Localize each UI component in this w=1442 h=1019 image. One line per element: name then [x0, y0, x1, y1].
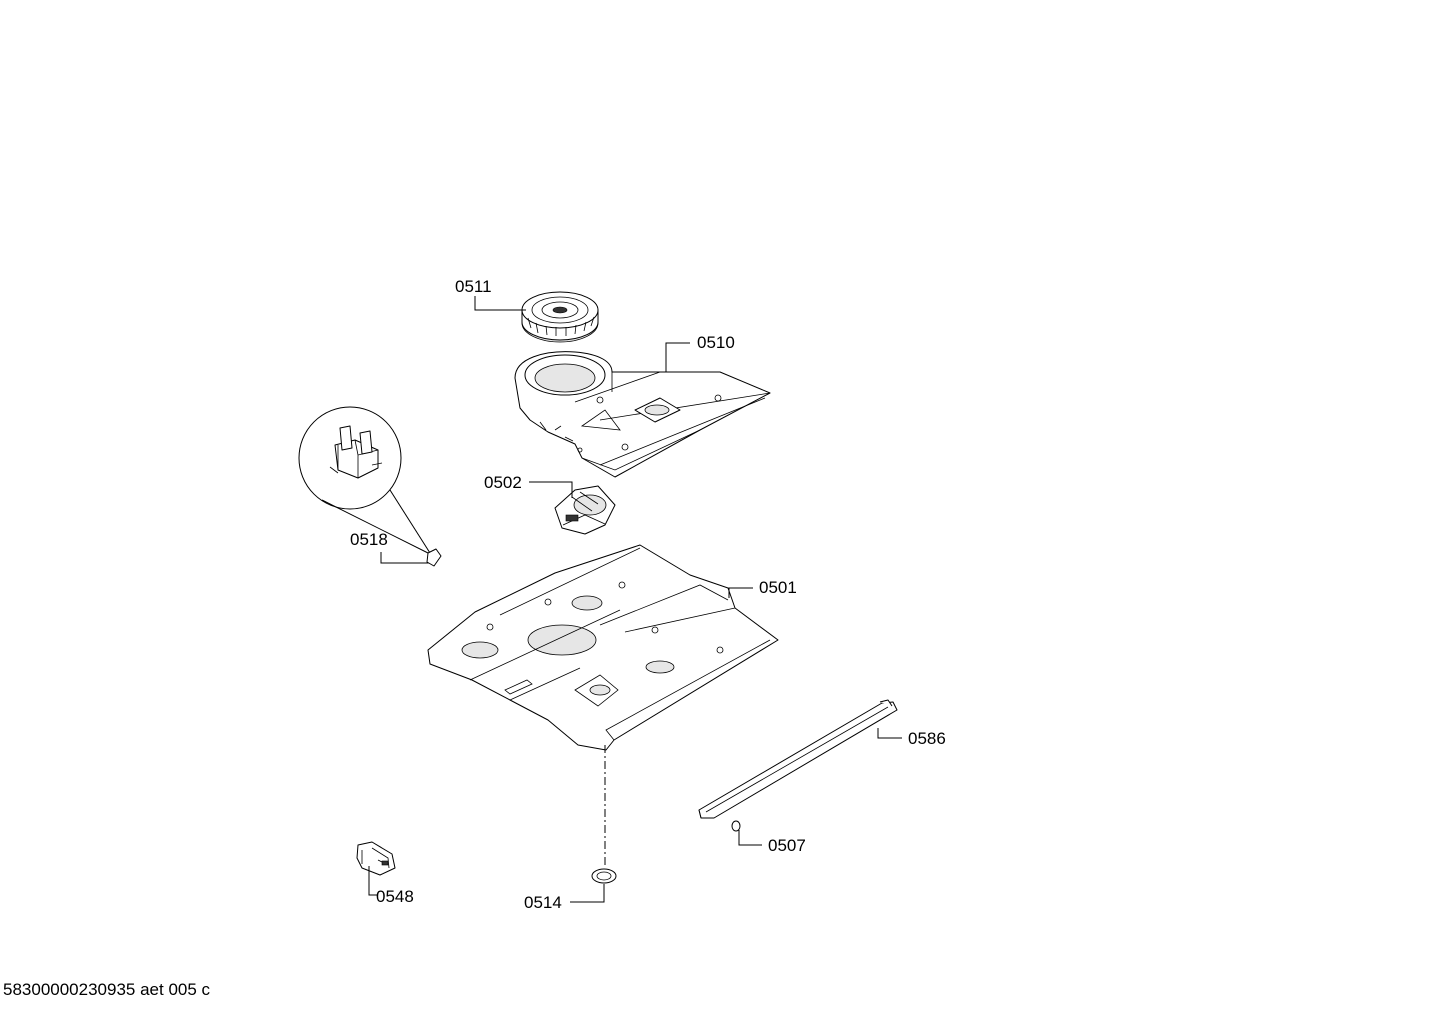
label-0511[interactable]: 0511	[455, 277, 492, 296]
part-0510-duct-housing[interactable]	[514, 351, 771, 478]
part-0511-fan-wheel[interactable]	[521, 291, 599, 343]
label-0507[interactable]: 0507	[768, 836, 806, 855]
label-0548[interactable]: 0548	[376, 887, 414, 906]
label-0502[interactable]: 0502	[484, 473, 522, 492]
part-0502-motor-bracket[interactable]	[554, 485, 616, 535]
leader-0586	[877, 728, 902, 739]
label-0501[interactable]: 0501	[759, 578, 797, 597]
leader-0507	[738, 830, 762, 846]
leader-0514	[570, 884, 605, 903]
leader-0501	[728, 587, 753, 598]
part-0586-rail[interactable]	[698, 699, 898, 819]
part-0501-base-plate[interactable]	[427, 544, 779, 751]
leader-0510	[665, 342, 690, 372]
label-0518[interactable]: 0518	[350, 530, 388, 549]
label-0514[interactable]: 0514	[524, 893, 562, 912]
part-0518-thermostat-detail[interactable]	[298, 406, 442, 567]
part-0548-door-switch[interactable]	[356, 841, 396, 876]
part-0514-grommet[interactable]	[591, 868, 617, 884]
label-0510[interactable]: 0510	[697, 333, 735, 352]
drawing-code: 58300000230935 aet 005 c	[3, 980, 211, 999]
leader-0518	[380, 552, 429, 564]
leader-0502	[529, 481, 573, 498]
part-0507-clip[interactable]	[731, 820, 741, 832]
label-0586[interactable]: 0586	[908, 729, 946, 748]
leader-0511	[474, 296, 526, 311]
leader-0548	[368, 866, 377, 896]
